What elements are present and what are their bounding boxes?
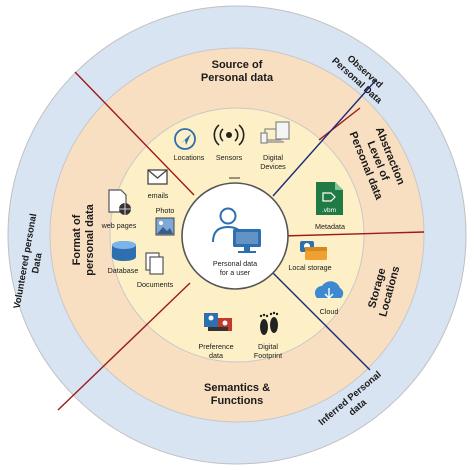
divider-red-bottom-left [57, 282, 191, 411]
metadata-file-icon [316, 182, 343, 215]
center-label-line1: Personal data [213, 259, 257, 268]
cloud-icon [314, 281, 344, 299]
item-emails: emails [148, 191, 169, 200]
item-web-pages: web pages [101, 221, 137, 230]
sensor-icon [213, 124, 245, 146]
item-database: Database [108, 266, 139, 275]
item-sensors: Sensors [216, 153, 243, 162]
divider-red-right [281, 231, 425, 237]
item-local-storage: Local storage [288, 263, 331, 272]
user-computer-icon [212, 207, 261, 253]
section-semantics-line1: Semantics & [204, 382, 270, 394]
item-metadata: Metadata [315, 222, 345, 231]
center-label-line2: for a user [220, 268, 251, 277]
section-format-line2: personal data [84, 203, 96, 275]
location-icon [174, 128, 196, 150]
section-semantics-line2: Functions [211, 395, 264, 407]
item-preference-data-line2: data [209, 351, 223, 360]
footprint-icon [259, 311, 279, 335]
item-digital-footprint-line2: Footprint [254, 351, 282, 360]
item-preference-data-line1: Preference [198, 342, 233, 351]
item-locations: Locations [174, 153, 205, 162]
divider-red-top-left [74, 71, 195, 196]
email-icon [147, 169, 168, 185]
item-digital-footprint-line1: Digital [258, 342, 278, 351]
section-source-line2: Personal data [201, 72, 274, 84]
section-source-line1: Source of [212, 59, 263, 71]
item-documents: Documents [137, 280, 174, 289]
divider-blue-right-bottom [271, 271, 371, 371]
item-photo: Photo [156, 206, 175, 215]
database-icon [112, 241, 136, 261]
documents-icon [145, 252, 164, 275]
photo-icon [155, 217, 175, 236]
metadata-file-ext: .vbm [322, 207, 336, 214]
digital-devices-icon [260, 121, 290, 144]
item-cloud: Cloud [320, 307, 339, 316]
divider-blue-right-top [272, 79, 377, 197]
web-pages-icon [108, 189, 131, 215]
item-digital-devices-line1: Digital [263, 153, 283, 162]
section-format-line1: Format of [71, 214, 83, 265]
outer-volunteered-line2: Data [30, 252, 45, 275]
item-digital-devices-line2: Devices [260, 162, 286, 171]
local-storage-icon [300, 241, 327, 260]
preference-data-icon [204, 313, 232, 331]
divider-red-top-right [318, 107, 361, 141]
